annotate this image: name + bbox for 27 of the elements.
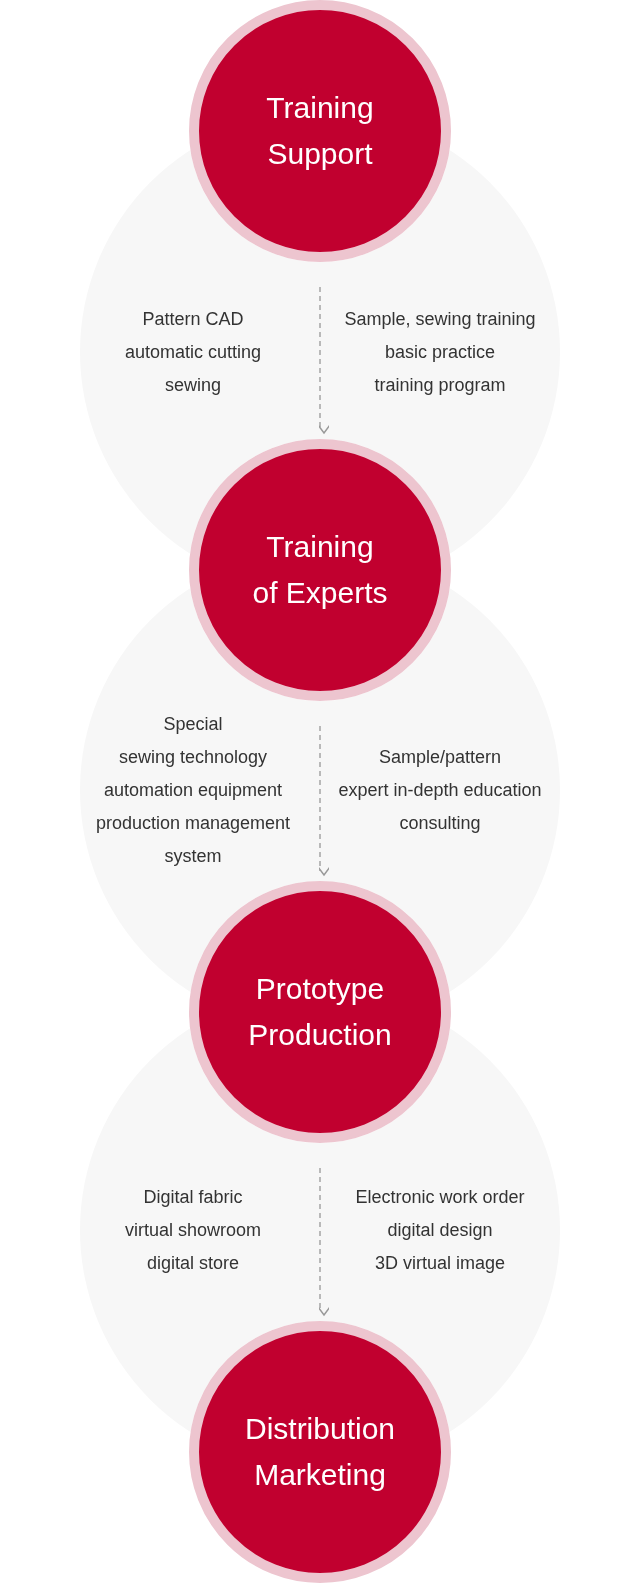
step-title: Training Support [265, 90, 375, 172]
text-line: system [164, 844, 222, 868]
text-line: expert in-depth education [338, 778, 542, 802]
text-line: Sample/pattern [378, 745, 502, 769]
dashed-arrow [317, 1167, 331, 1316]
step-title: Training of Experts [251, 529, 389, 611]
text-line: sewing [165, 373, 221, 397]
text-line: digital store [146, 1251, 240, 1275]
text-line: consulting [399, 811, 481, 835]
step-title: Distribution Marketing [243, 1411, 397, 1493]
text-line: training program [374, 373, 506, 397]
text-line: automation equipment [103, 778, 283, 802]
text-line: sewing technology [118, 745, 268, 769]
text-line: Digital fabric [143, 1185, 243, 1209]
text-line: basic practice [384, 340, 496, 364]
text-line: Pattern CAD [142, 307, 244, 331]
text-line: 3D virtual image [374, 1251, 506, 1275]
text-line: Sample, sewing training [344, 307, 536, 331]
text-line: production management [95, 811, 291, 835]
dashed-arrow [317, 725, 331, 876]
text-line: automatic cutting [124, 340, 262, 364]
step-title: Prototype Production [247, 971, 393, 1053]
text-line: digital design [387, 1218, 493, 1242]
text-line: Electronic work order [355, 1185, 525, 1209]
dashed-arrow [317, 286, 331, 434]
text-line: virtual showroom [124, 1218, 261, 1242]
text-line: Special [163, 712, 223, 736]
